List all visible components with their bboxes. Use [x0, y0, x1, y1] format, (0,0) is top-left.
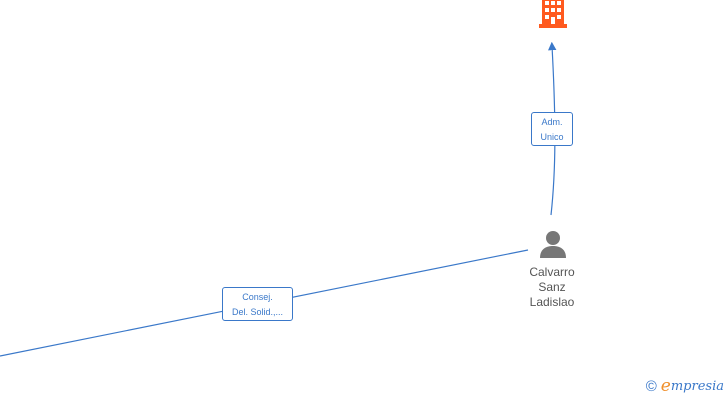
brand-name-rest: mpresia — [670, 378, 724, 394]
edge-label-line: Consej. — [242, 292, 273, 302]
brand-name-first: e — [660, 376, 671, 396]
edge-label-consej-del-solid[interactable]: Consej. Del. Solid.,... — [222, 287, 293, 321]
person-icon — [540, 231, 566, 258]
person-name-line: Ladislao — [529, 295, 575, 309]
edge-label-line: Adm. — [541, 117, 563, 127]
building-icon — [539, 0, 567, 28]
edge-label-adm-unico[interactable]: Adm. Unico — [531, 112, 573, 146]
person-name: Calvarro Sanz Ladislao — [512, 265, 592, 310]
edge-label-line: Del. Solid.,... — [231, 307, 284, 317]
person-name-line: Sanz — [538, 280, 566, 294]
edge-label-line: Unico — [540, 132, 564, 142]
person-name-line: Calvarro — [529, 265, 575, 279]
person-node[interactable] — [537, 229, 569, 259]
company-node[interactable] — [536, 0, 570, 30]
copyright-symbol: © — [645, 377, 657, 395]
